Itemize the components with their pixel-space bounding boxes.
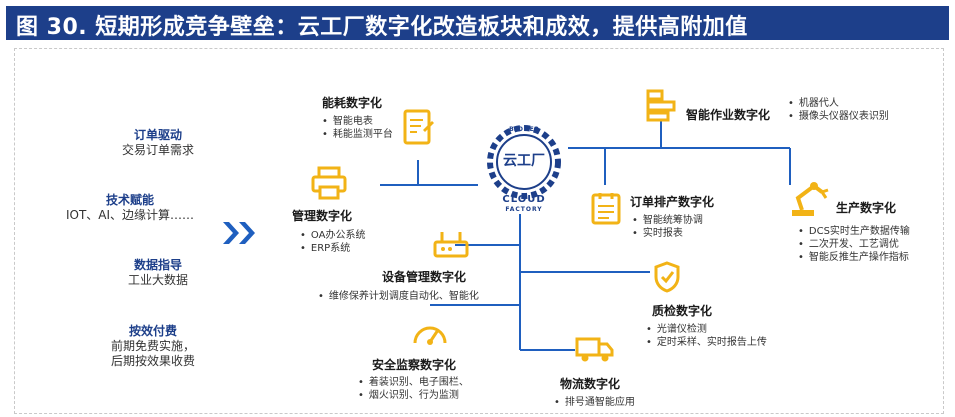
left-title: 技术赋能 [105,193,154,207]
truck-icon [575,337,614,362]
robot-arm-icon [792,182,829,216]
node-order-list: 智能统筹协调 实时报表 [632,214,703,240]
left-desc: 后期按效果收费 [110,354,195,368]
list-item: 光谱仪检测 [646,323,767,336]
left-title: 订单驱动 [133,128,182,142]
document-pen-icon [403,109,434,145]
left-desc: IOT、AI、边缘计算…… [65,208,195,222]
node-ops-title: 智能作业数字化 [686,108,771,122]
list-item: 排号通智能应用 [554,396,635,409]
logo-top-text: BEO BEO [509,126,539,133]
logo-english-sub: FACTORY [505,206,543,213]
left-item-payment: 按效付费 前期免费实施， 后期按效果收费 [88,324,218,369]
left-item-data: 数据指导 工业大数据 [98,258,218,288]
chevron-right-icon [223,222,255,244]
list-item: 摄像头仪器仪表识别 [788,110,889,123]
flowchart-icon [646,89,676,122]
node-equipment-list: 维修保养计划调度自动化、智能化 [318,290,479,303]
node-quality-title: 质检数字化 [652,304,713,318]
list-item: 实时报表 [632,227,703,240]
list-item: DCS实时生产数据传输 [798,225,910,238]
list-item: 维修保养计划调度自动化、智能化 [318,290,479,303]
gauge-icon [413,326,447,345]
left-item-tech: 技术赋能 IOT、AI、边缘计算…… [40,193,220,223]
shield-check-icon [654,261,680,293]
left-item-order-driven: 订单驱动 交易订单需求 [98,128,218,158]
left-desc: 前期免费实施， [110,339,195,353]
list-item: 二次开发、工艺调优 [798,238,910,251]
list-item: 机器代人 [788,97,889,110]
logo-center: 云工厂 [496,136,552,182]
list-item: 耗能监测平台 [322,128,393,141]
node-production-title: 生产数字化 [836,201,897,215]
list-item: 智能统筹协调 [632,214,703,227]
list-item: 定时采样、实时报告上传 [646,336,767,349]
gear-icon [487,125,561,199]
router-icon [433,232,469,258]
node-logistics-title: 物流数字化 [560,377,621,391]
node-mgmt-list: OA办公系统 ERP系统 [300,229,366,255]
node-energy-title: 能耗数字化 [322,96,383,110]
list-item: ERP系统 [300,242,365,255]
node-order-title: 订单排产数字化 [630,195,715,209]
left-title: 数据指导 [133,258,182,272]
header-banner: 图 30. 短期形成竞争壁垒：云工厂数字化改造板块和成效，提供高附加值 [6,6,949,40]
printer-icon [311,166,347,200]
list-item: OA办公系统 [300,229,366,242]
node-ops-list: 机器代人 摄像头仪器仪表识别 [788,97,889,123]
figure-title: 图 30. 短期形成竞争壁垒：云工厂数字化改造板块和成效，提供高附加值 [16,15,748,40]
logo-english-name: CLOUD [502,194,546,205]
node-quality-list: 光谱仪检测 定时采样、实时报告上传 [646,323,767,349]
left-title: 按效付费 [128,324,177,338]
left-desc: 工业大数据 [127,273,188,287]
node-mgmt-title: 管理数字化 [292,209,353,223]
list-item: 智能电表 [322,115,393,128]
node-equipment-title: 设备管理数字化 [382,270,467,284]
node-safety-list: 着装识别、电子围栏、 烟火识别、行为监测 [358,376,469,402]
cloud-factory-logo: BEO BEO 云工厂 [478,122,570,214]
list-item: 着装识别、电子围栏、 [358,376,469,389]
logo-chinese-name: 云工厂 [503,153,545,169]
clipboard-icon [591,193,621,225]
list-item: 智能反推生产操作指标 [798,251,910,264]
node-logistics-list: 排号通智能应用 [554,396,635,409]
node-production-list: DCS实时生产数据传输 二次开发、工艺调优 智能反推生产操作指标 [798,225,910,264]
node-energy-list: 智能电表 耗能监测平台 [322,115,393,141]
node-safety-title: 安全监察数字化 [372,358,457,372]
diagram-canvas [14,48,944,414]
list-item: 烟火识别、行为监测 [358,389,469,402]
left-desc: 交易订单需求 [121,143,194,157]
